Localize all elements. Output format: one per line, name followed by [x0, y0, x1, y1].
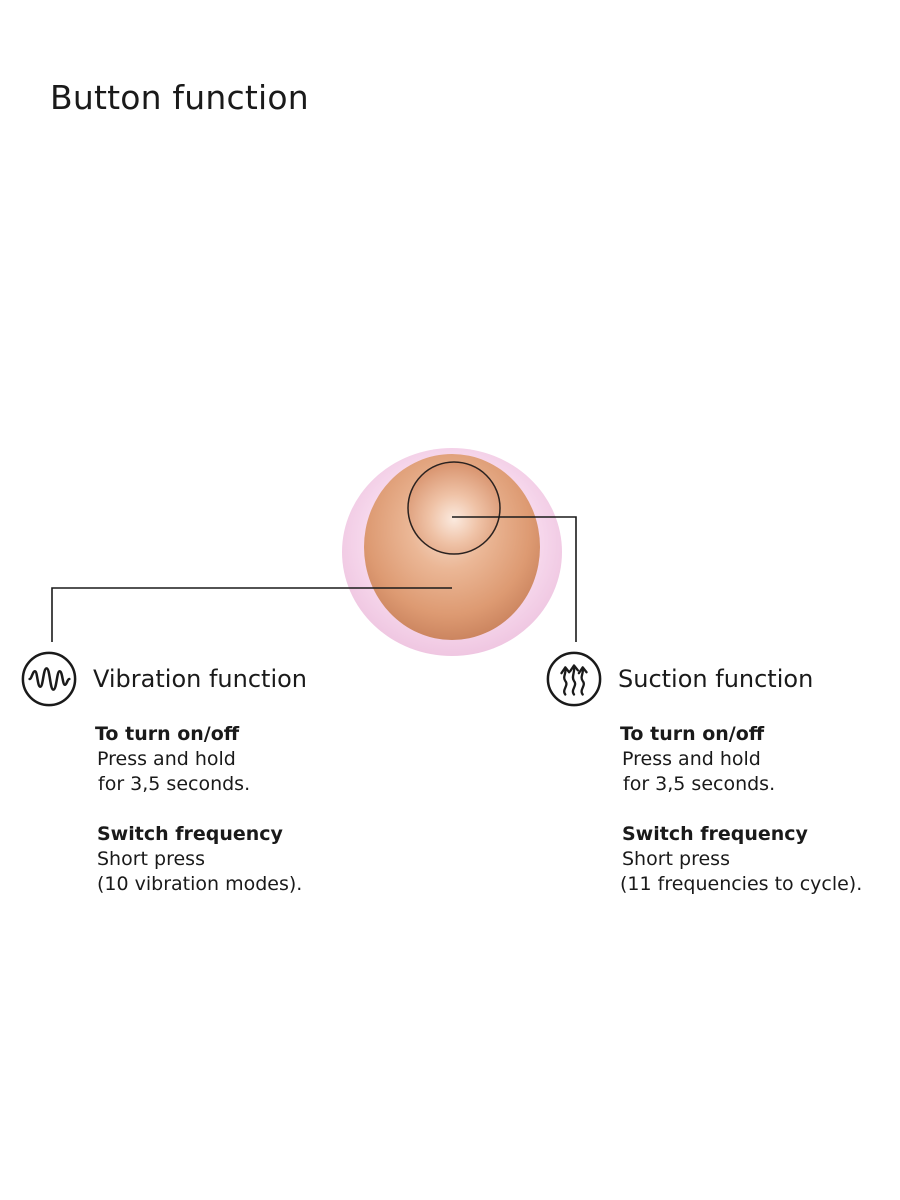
vibration-freq-heading: Switch frequency: [97, 823, 283, 845]
callout-lines: [51, 516, 577, 642]
suction-instructions: To turn on/off Press and hold for 3,5 se…: [620, 722, 862, 897]
suction-callout-line: [452, 516, 577, 642]
vibration-freq-line2: (10 vibration modes).: [97, 873, 303, 895]
suction-section: Suction function To turn on/off Press an…: [545, 648, 862, 897]
suction-button: [407, 461, 501, 555]
vibration-title: Vibration function: [93, 665, 308, 693]
suction-onoff-line2: for 3,5 seconds.: [623, 773, 776, 795]
suction-title: Suction function: [618, 665, 814, 693]
vibration-instructions: To turn on/off Press and hold for 3,5 se…: [95, 722, 307, 897]
suction-arrows-icon: [546, 651, 602, 707]
vibration-onoff-line1: Press and hold: [97, 748, 236, 770]
suction-freq-heading: Switch frequency: [622, 823, 808, 845]
device-button: [342, 448, 562, 656]
vibration-callout-line: [51, 587, 452, 642]
suction-onoff-line1: Press and hold: [622, 748, 761, 770]
vibration-onoff-heading: To turn on/off: [95, 723, 240, 745]
wave-icon: [21, 651, 77, 707]
vibration-onoff-line2: for 3,5 seconds.: [98, 773, 251, 795]
vibration-freq-line1: Short press: [97, 848, 205, 870]
page-title: Button function: [50, 78, 309, 117]
suction-freq-line1: Short press: [622, 848, 730, 870]
suction-onoff-heading: To turn on/off: [620, 723, 765, 745]
vibration-section: Vibration function To turn on/off Press …: [20, 648, 307, 897]
suction-freq-line2: (11 frequencies to cycle).: [620, 873, 863, 895]
